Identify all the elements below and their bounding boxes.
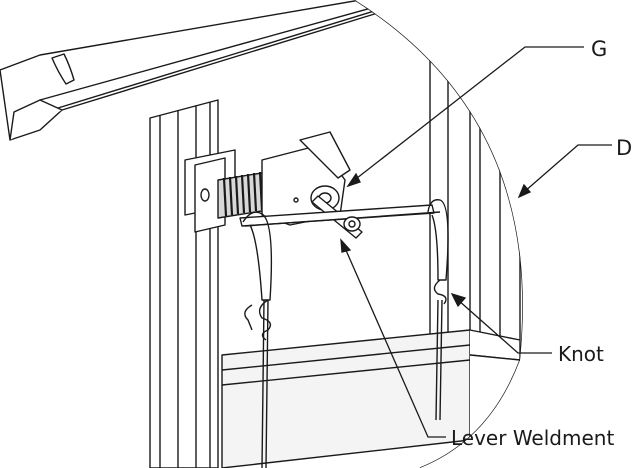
top-beam [0, 0, 421, 141]
callout-lever-weldment: Lever Weldment [451, 426, 614, 450]
callout-d: D [616, 136, 632, 160]
arrow-knot [450, 292, 467, 308]
leader-d [523, 144, 612, 193]
callout-knot: Knot [558, 342, 604, 366]
detail-circle-content [0, 0, 523, 468]
arrow-d [517, 183, 532, 199]
leader-g [351, 46, 584, 183]
lever-weldment-bar [239, 204, 441, 232]
arrow-g [346, 172, 361, 188]
arrow-lever [340, 238, 352, 253]
callout-g: G [591, 37, 607, 61]
leader-lines [340, 46, 612, 438]
leader-lever [344, 247, 446, 438]
detail-circle-edge [354, 0, 523, 468]
spring [217, 171, 269, 219]
leader-knot [457, 299, 552, 354]
left-snap-hook [242, 211, 273, 468]
right-snap-hook [427, 199, 449, 421]
